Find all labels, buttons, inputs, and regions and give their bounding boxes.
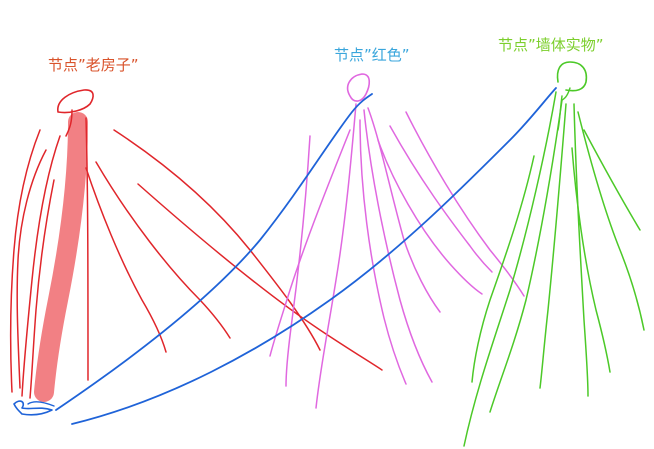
ink-stroke (85, 167, 167, 353)
node-label-old-house: 节点”老房子” (48, 56, 139, 74)
ink-stroke (285, 135, 311, 387)
ink-stroke (363, 109, 433, 383)
node-head-stroke (556, 61, 588, 92)
ink-stroke (557, 95, 563, 131)
ink-stroke (9, 129, 41, 393)
ink-stroke (21, 135, 61, 397)
node-head-stroke (57, 89, 94, 114)
node-head-stroke (346, 73, 371, 102)
ink-stroke (113, 129, 321, 351)
connector-strokes (55, 87, 557, 425)
ink-stroke (539, 103, 567, 389)
ink-stroke (137, 183, 383, 371)
base-scribble (13, 400, 53, 416)
ink-stroke (16, 149, 47, 389)
node-label-red: 节点”红色” (334, 46, 410, 64)
ink-stroke (377, 139, 483, 295)
connector-old-house-to-wall (71, 87, 557, 425)
ink-stroke (471, 155, 535, 383)
ink-stroke (95, 161, 231, 339)
ink-stroke (65, 109, 73, 137)
highlighter-stroke (34, 112, 88, 402)
ink-stroke (571, 147, 611, 373)
ink-stroke (573, 103, 589, 397)
ink-stroke (583, 129, 641, 231)
ink-stroke (389, 125, 493, 273)
ink-stroke (367, 107, 441, 313)
ink-stroke (269, 129, 351, 357)
ink-stroke (85, 117, 89, 381)
ink-stroke (561, 87, 571, 101)
connector-old-house-to-red (55, 93, 373, 411)
ink-stroke (359, 119, 407, 385)
base-scribble (27, 401, 55, 407)
node-wall-strokes (463, 61, 645, 447)
node-old-house-strokes (9, 89, 383, 416)
node-label-wall: 节点”墙体实物” (498, 36, 604, 54)
ink-stroke (489, 99, 563, 413)
ink-stroke (315, 103, 357, 409)
ink-stroke (405, 111, 525, 297)
ink-stroke (577, 111, 645, 331)
ink-stroke (463, 91, 557, 447)
node-red-strokes (269, 73, 525, 409)
ink-stroke (29, 179, 55, 399)
